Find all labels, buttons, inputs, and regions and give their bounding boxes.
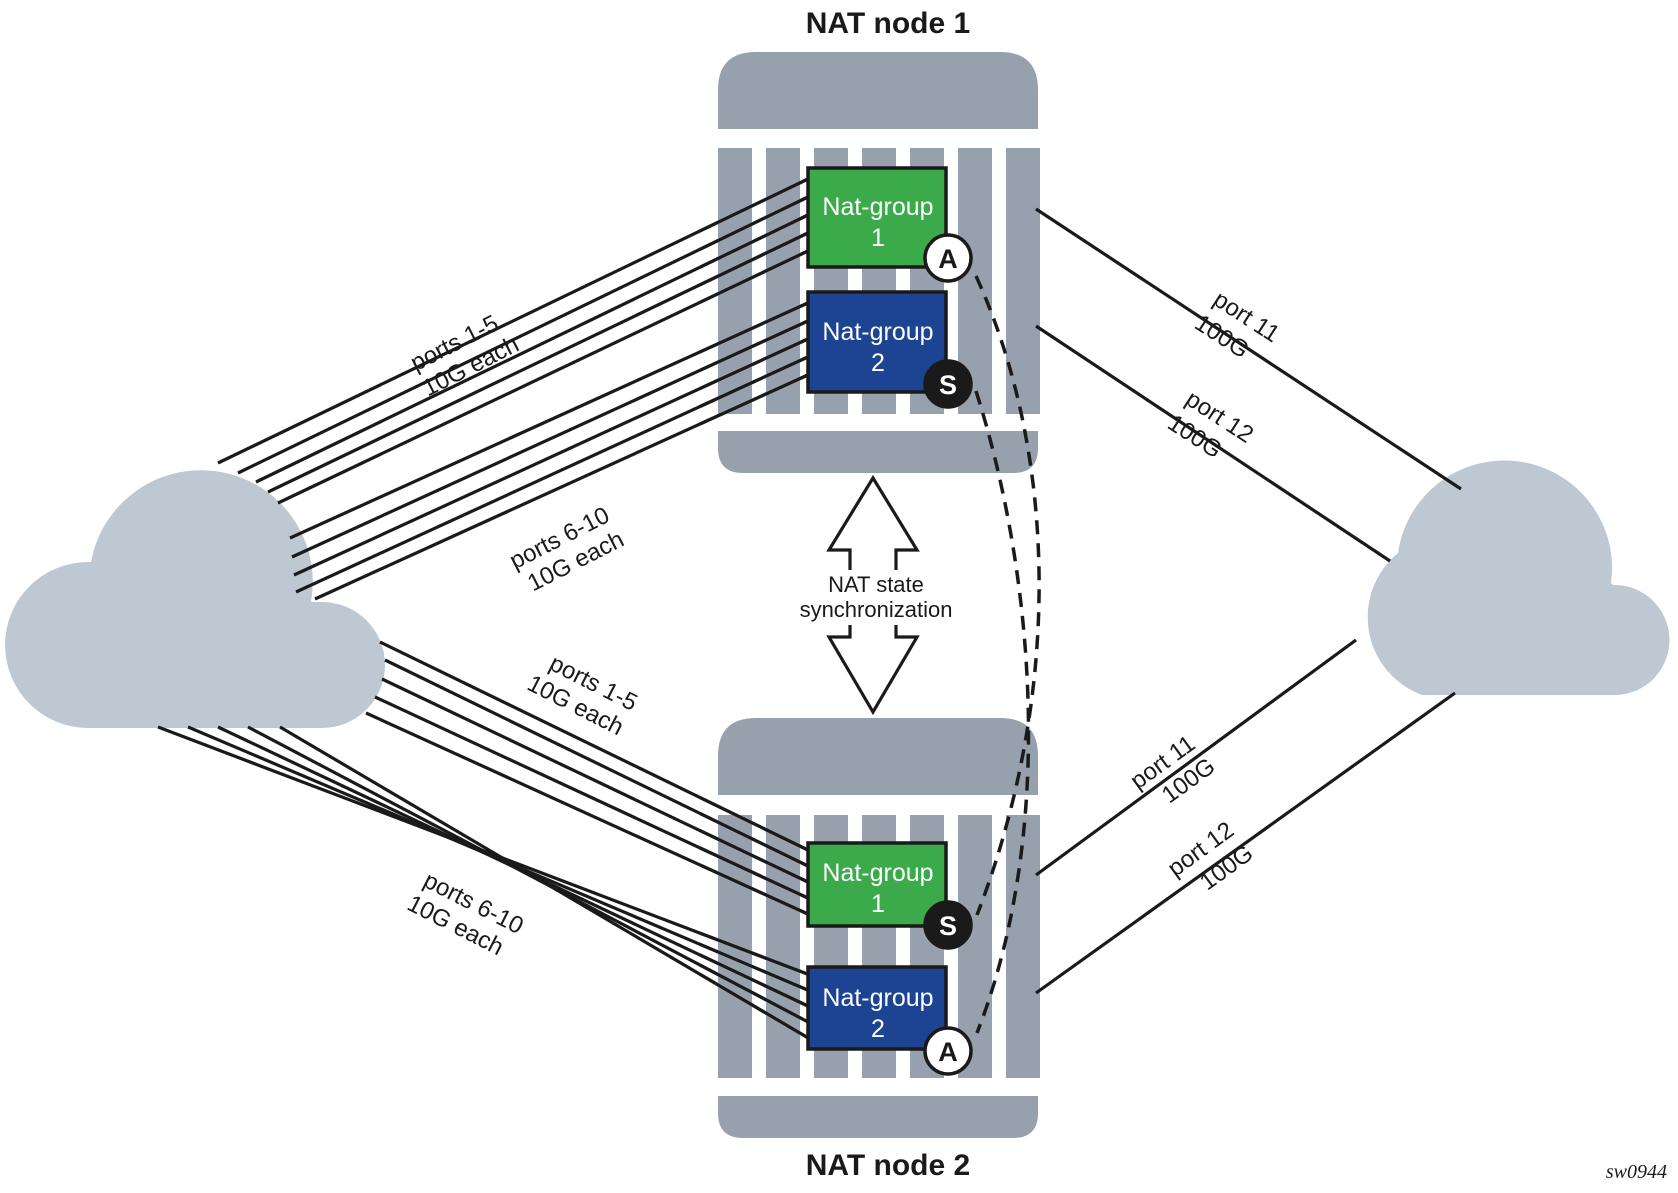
- sync-label-bg: [790, 570, 960, 625]
- port-link-segment: [699, 963, 811, 1025]
- link-node2-port11: [1035, 638, 1357, 877]
- node-2-nat-group-2[interactable]: Nat-group 2: [806, 965, 948, 1051]
- badge-letter: S: [939, 911, 957, 941]
- label-node1-port11: port 11 100G: [1190, 286, 1285, 364]
- nat-group-number: 1: [871, 224, 885, 252]
- links-cloud-to-node2-group2: [157, 725, 811, 1041]
- badge-node2-group1: S: [923, 900, 973, 950]
- port-link-segment: [699, 354, 811, 408]
- nat-group-number: 2: [871, 1015, 885, 1043]
- label-node1-port12: port 12 100G: [1163, 385, 1258, 464]
- nat-group-box[interactable]: [806, 965, 948, 1051]
- sync-label-line2: synchronization: [800, 597, 953, 622]
- port-link-segment: [699, 796, 811, 853]
- node-1-top-panel: [718, 52, 1038, 129]
- port-link-segment: [699, 176, 811, 233]
- nat-group-box[interactable]: [806, 166, 948, 269]
- port-link-segment: [699, 230, 811, 287]
- link-node2-port12: [1035, 691, 1456, 995]
- label-node1-ports-1-5: ports 1-5 10G each: [406, 310, 523, 402]
- node-2-bottom-panel: [718, 1096, 1038, 1138]
- nat-group-label: Nat-group: [822, 318, 933, 346]
- node-1-title: NAT node 1: [806, 7, 970, 40]
- port-link-segment: [699, 863, 811, 917]
- port-link-segment: [699, 846, 811, 901]
- nat-group-number: 2: [871, 349, 885, 377]
- port-link-segment: [699, 336, 811, 390]
- link-node1-port12: [1035, 324, 1391, 563]
- standby-badge-icon: [923, 900, 973, 950]
- badge-node2-group2: A: [923, 1026, 973, 1076]
- port-link-segment: [699, 811, 811, 869]
- nat-group-number: 1: [871, 890, 885, 918]
- sync-label-line1: NAT state: [828, 572, 924, 597]
- nat-node-2: NAT node 2: [718, 718, 1040, 1182]
- label-node2-ports-6-10: ports 6-10 10G each: [403, 867, 528, 961]
- nat-group-label: Nat-group: [822, 984, 933, 1012]
- badge-letter: S: [939, 370, 957, 400]
- port-link-segment: [699, 300, 811, 354]
- port-link-segment: [699, 942, 811, 993]
- nat-group-box[interactable]: [806, 841, 948, 928]
- label-node1-ports-6-10: ports 6-10 10G each: [505, 502, 628, 597]
- active-badge-icon: [923, 1026, 973, 1076]
- port-link-segment: [699, 372, 811, 426]
- redundancy-link-group-2: [974, 390, 1031, 1034]
- active-badge-icon: [923, 233, 973, 283]
- slot-card: [1006, 815, 1040, 1078]
- badge-node1-group1: A: [923, 233, 973, 283]
- port-link-segment: [699, 931, 811, 977]
- node-2-top-panel: [718, 718, 1038, 795]
- badge-letter: A: [938, 244, 958, 274]
- sync-arrow: NAT state synchronization: [790, 474, 960, 716]
- right-cloud: [1367, 460, 1670, 695]
- nat-group-label: Nat-group: [822, 193, 933, 221]
- label-node2-ports-1-5: ports 1-5 10G each: [523, 650, 642, 741]
- node-1-nat-group-1[interactable]: Nat-group 1: [806, 166, 948, 269]
- port-link-segment: [699, 318, 811, 372]
- port-link-segment: [699, 953, 811, 1009]
- port-link-segment: [699, 212, 811, 269]
- node-2-title: NAT node 2: [806, 1149, 970, 1182]
- port-link-segment: [699, 194, 811, 251]
- redundancy-link-group-1: [974, 275, 1041, 916]
- badge-node1-group2: S: [923, 359, 973, 409]
- nat-group-box[interactable]: [806, 290, 948, 394]
- port-link-segment: [699, 972, 811, 1041]
- standby-badge-icon: [923, 359, 973, 409]
- figure-id: sw0944: [1606, 1161, 1667, 1183]
- node-2-nat-group-1[interactable]: Nat-group 1: [806, 841, 948, 928]
- port-link-segment: [699, 248, 811, 304]
- left-cloud: [5, 470, 386, 728]
- nat-group-label: Nat-group: [822, 859, 933, 887]
- link-node1-port11: [1035, 207, 1462, 491]
- badge-letter: A: [938, 1037, 958, 1067]
- node-1-nat-group-2[interactable]: Nat-group 2: [806, 290, 948, 394]
- node-1-bottom-panel: [718, 431, 1038, 473]
- port-link-segment: [699, 829, 811, 885]
- links-bundle-overlay: [699, 176, 811, 1041]
